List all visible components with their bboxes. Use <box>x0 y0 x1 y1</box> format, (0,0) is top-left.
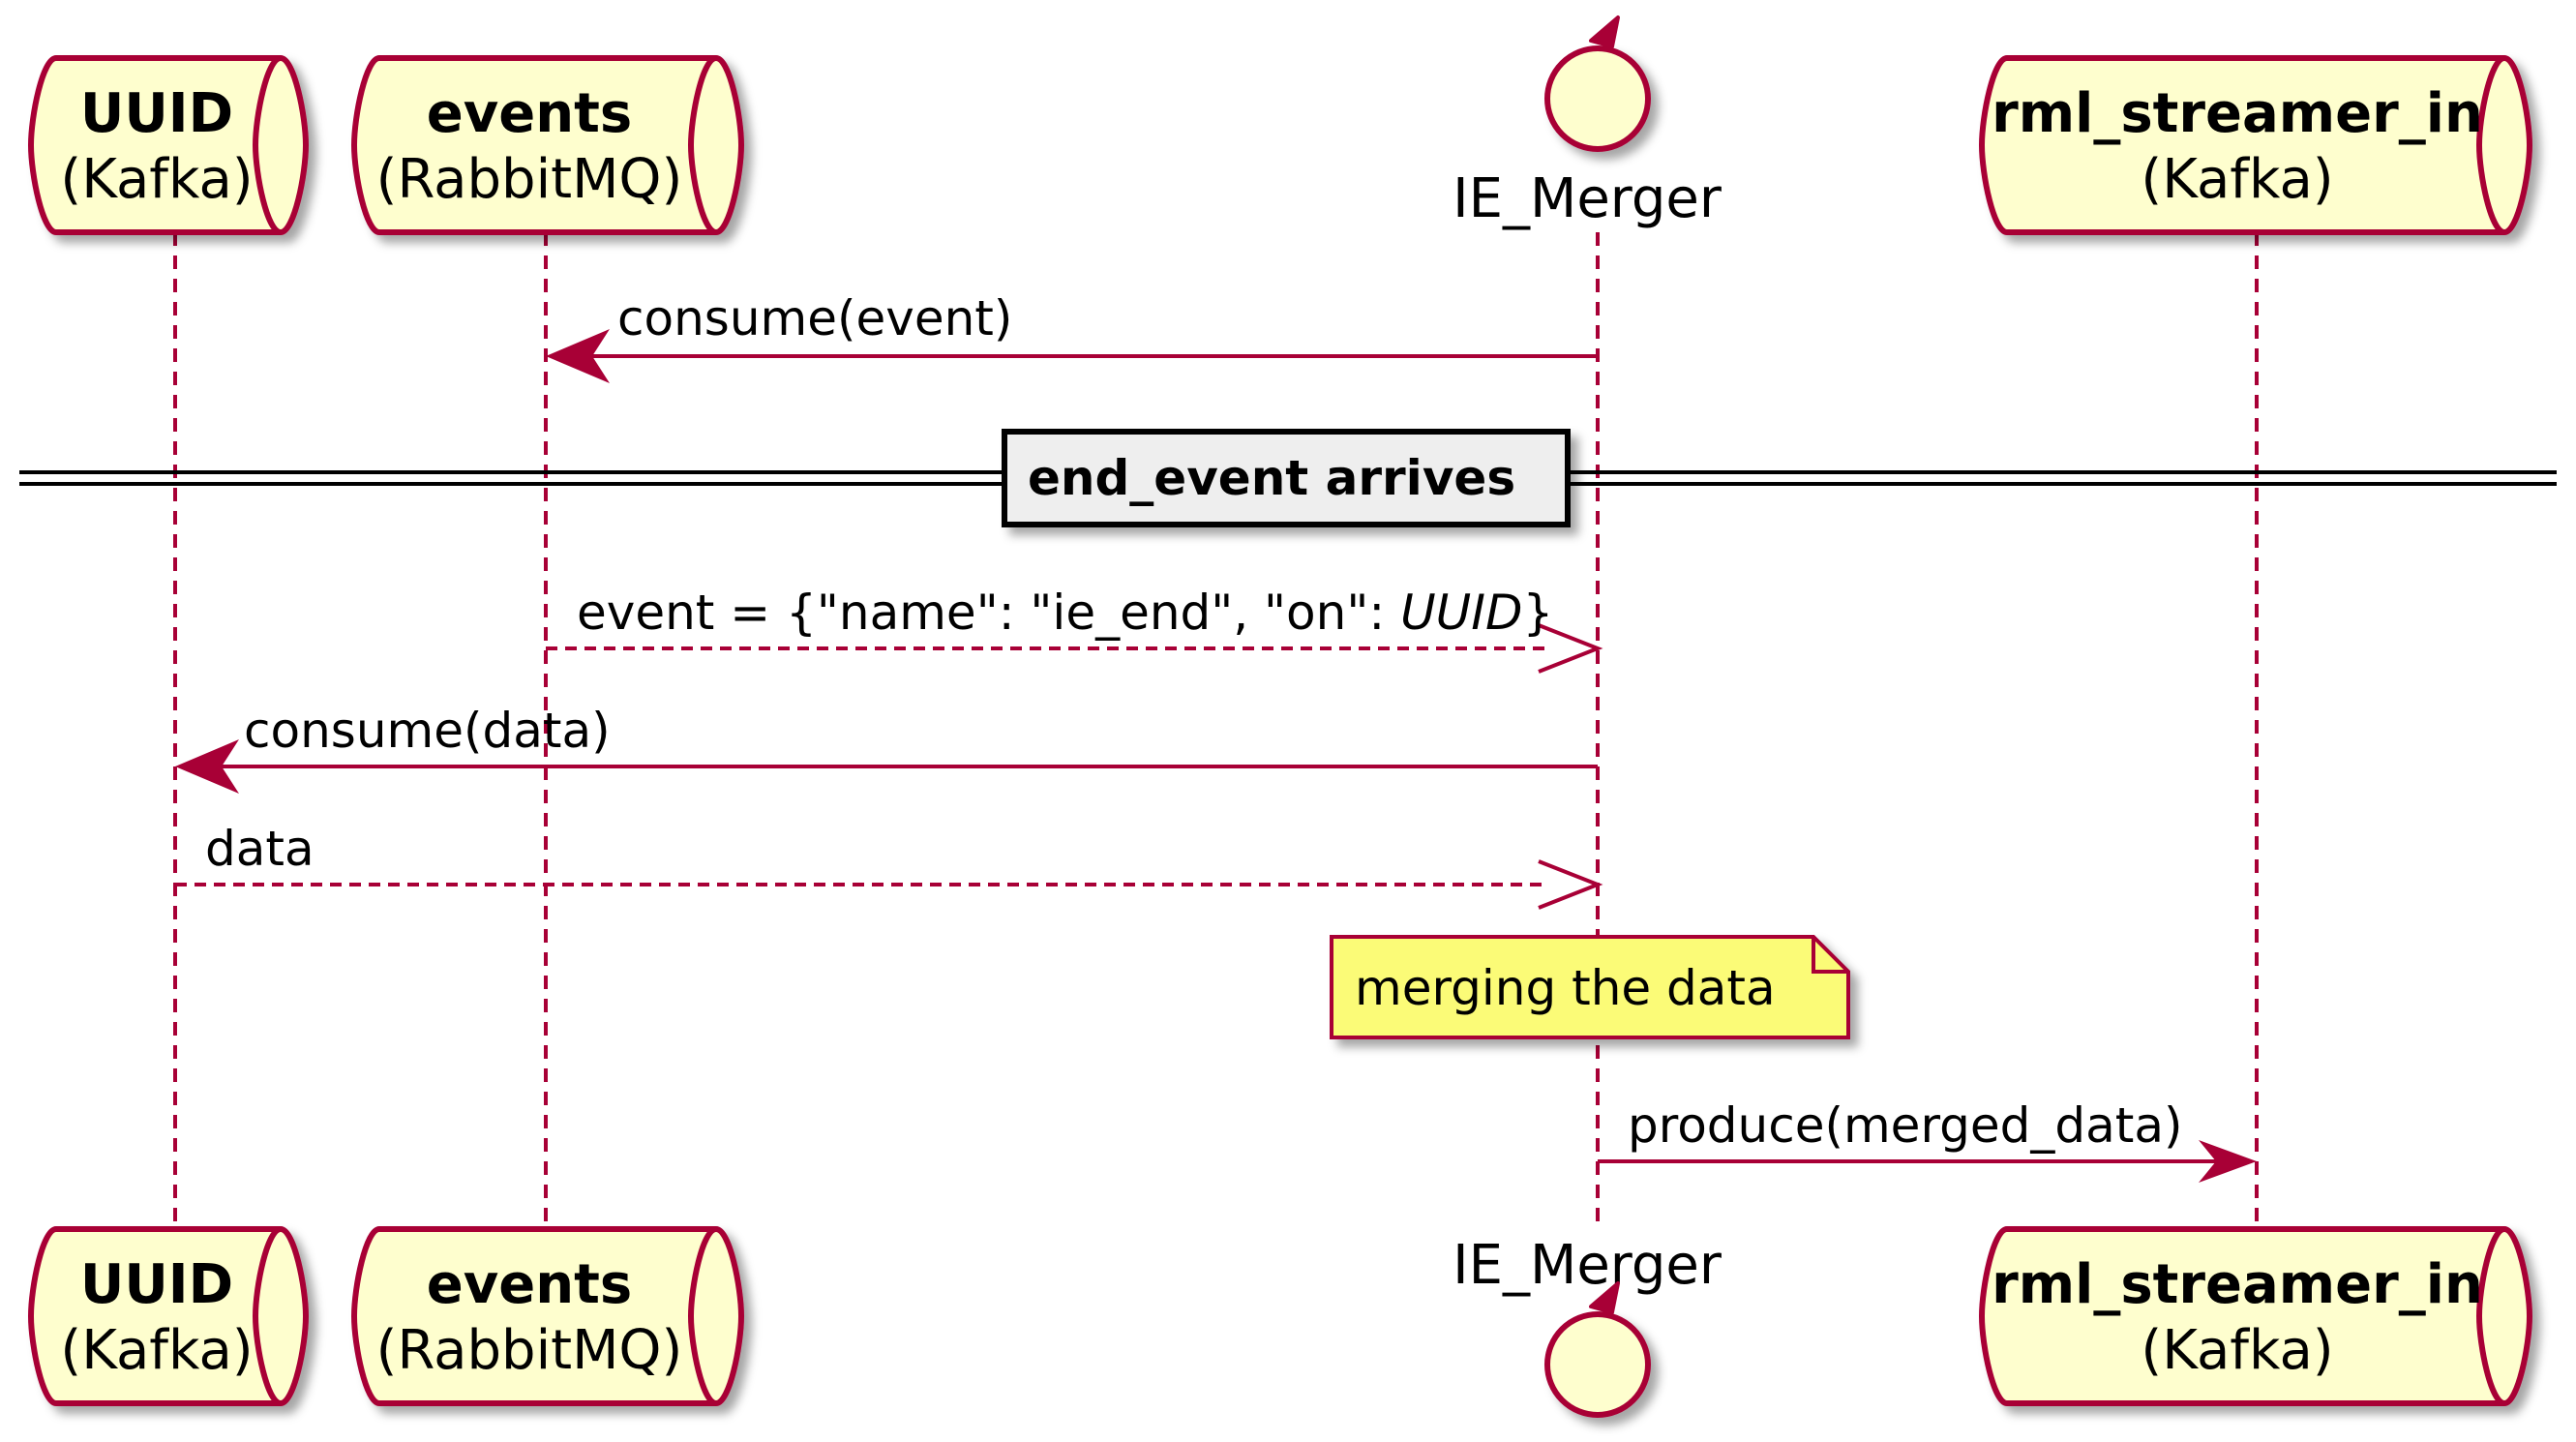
control-arrow-icon <box>1589 15 1620 48</box>
participant-uuid-subtitle: (Kafka) <box>60 148 253 211</box>
divider-end-event-arrives: end_event arrives <box>19 429 2557 527</box>
message-consume-data: consume(data) <box>175 703 1598 794</box>
message-data: data <box>175 821 1603 910</box>
message-consume-event: consume(event) <box>546 290 1598 383</box>
message-label: produce(merged_data) <box>1628 1097 2183 1154</box>
participant-ie-merger-title: IE_Merger <box>1453 167 1722 230</box>
arrowhead-right-icon <box>2199 1140 2257 1183</box>
participant-uuid-title: UUID <box>80 1253 233 1316</box>
participant-ie-merger-top: IE_Merger <box>1453 15 1722 230</box>
participant-ie-merger-title: IE_Merger <box>1453 1234 1722 1297</box>
participant-events-bottom: events (RabbitMQ) <box>350 1226 745 1406</box>
control-arrow-icon <box>1589 1281 1620 1314</box>
participant-uuid-title: UUID <box>80 82 233 145</box>
participant-events-subtitle: (RabbitMQ) <box>376 148 683 211</box>
participant-rml-streamer-in-top: rml_streamer_in (Kafka) <box>1978 55 2533 235</box>
arrowhead-left-icon <box>175 739 239 794</box>
arrowhead-left-icon <box>546 329 610 383</box>
arrowhead-open-right-icon <box>1538 859 1603 910</box>
arrowhead-open-right-icon <box>1538 623 1603 674</box>
message-produce-merged-data: produce(merged_data) <box>1598 1097 2257 1183</box>
divider-label: end_event arrives <box>1028 450 1515 506</box>
message-label: consume(data) <box>244 703 611 759</box>
participant-events-subtitle: (RabbitMQ) <box>376 1319 683 1382</box>
participant-rml-streamer-in-title: rml_streamer_in <box>1992 82 2483 145</box>
participant-uuid-subtitle: (Kafka) <box>60 1319 253 1382</box>
message-event-ie-end: event = {"name": "ie_end", "on": UUID} <box>546 585 1603 674</box>
participant-events-title: events <box>427 82 632 145</box>
participant-events-top: events (RabbitMQ) <box>350 55 745 235</box>
participant-events-title: events <box>427 1253 632 1316</box>
participant-rml-streamer-in-bottom: rml_streamer_in (Kafka) <box>1978 1226 2533 1406</box>
participant-rml-streamer-in-subtitle: (Kafka) <box>2141 1319 2333 1382</box>
message-label: event = {"name": "ie_end", "on": UUID} <box>577 585 1553 641</box>
note-merging-the-data: merging the data <box>1330 935 1850 1039</box>
participant-rml-streamer-in-subtitle: (Kafka) <box>2141 148 2333 211</box>
note-label: merging the data <box>1355 960 1776 1016</box>
participant-uuid-top: UUID (Kafka) <box>27 55 310 235</box>
message-label: consume(event) <box>617 290 1012 346</box>
participant-rml-streamer-in-title: rml_streamer_in <box>1992 1253 2483 1316</box>
participant-ie-merger-bottom: IE_Merger <box>1453 1234 1722 1418</box>
participant-uuid-bottom: UUID (Kafka) <box>27 1226 310 1406</box>
message-label: data <box>205 821 315 877</box>
lifelines <box>173 232 2259 1221</box>
